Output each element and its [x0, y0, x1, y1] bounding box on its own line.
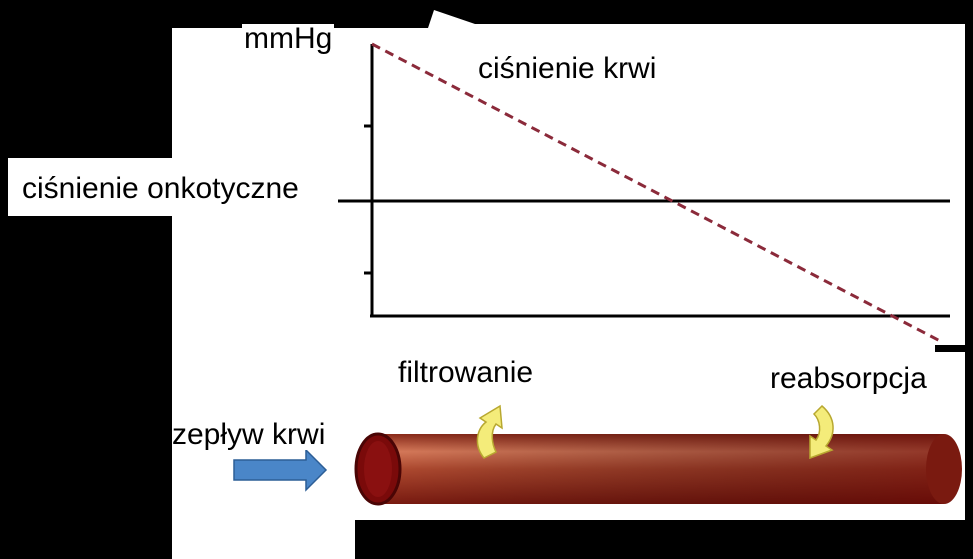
reabsorption-arrow-icon	[809, 404, 834, 460]
y-axis-unit-label: mmHg	[242, 22, 335, 55]
reabsorption-label: reabsorpcja	[770, 362, 927, 395]
oncotic-pressure-label: ciśnienie onkotyczne	[22, 172, 299, 205]
blood-vessel	[354, 432, 962, 506]
blood-flow-label: zepływ krwi	[172, 418, 326, 451]
flow-arrow-icon	[233, 448, 328, 492]
chart-axes	[364, 44, 950, 318]
blood-pressure-label: ciśnienie krwi	[478, 52, 657, 85]
blood-pressure-line	[371, 42, 943, 344]
vessel-end-right	[926, 434, 962, 504]
filtration-label: filtrowanie	[398, 356, 534, 389]
filtration-arrow-icon	[476, 404, 503, 459]
main-panel	[172, 10, 965, 559]
